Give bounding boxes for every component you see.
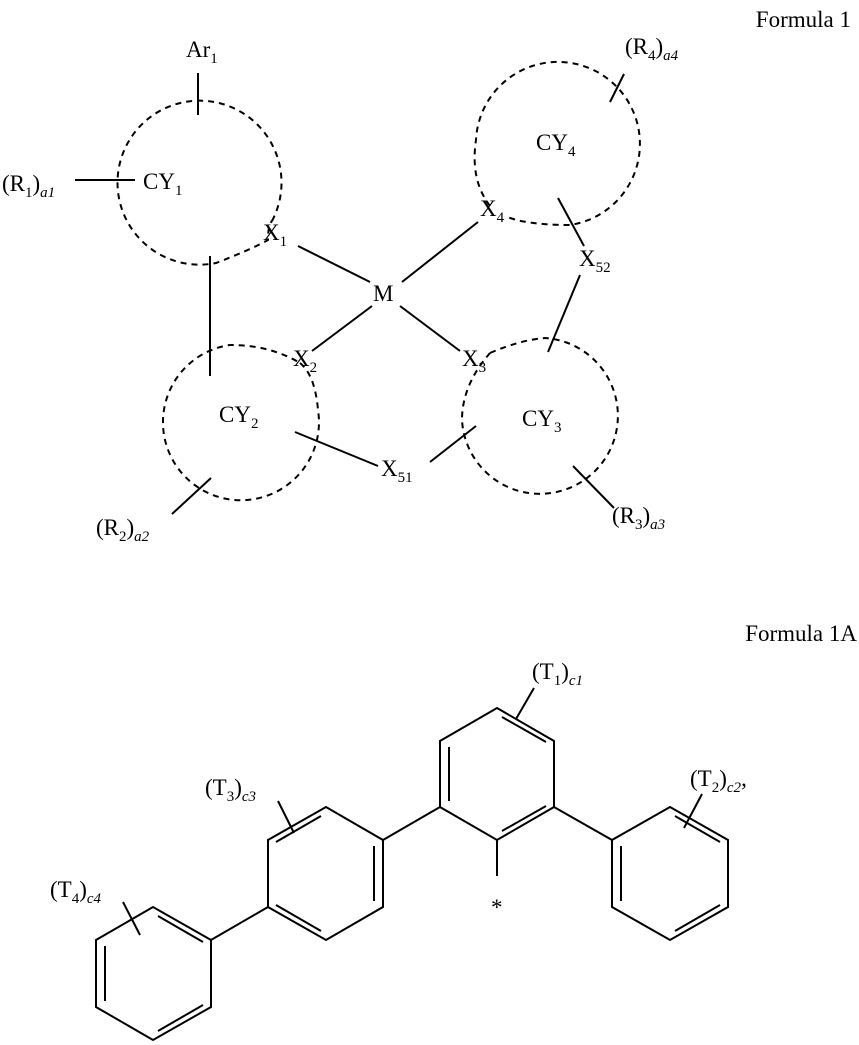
bond-t4-tick: [123, 902, 140, 935]
formula-1a-title: Formula 1A: [745, 621, 857, 646]
label-t4: (T4)c4: [50, 877, 102, 907]
bond-cy4-x52: [558, 198, 584, 246]
central-ring-double-bottom: [502, 806, 546, 831]
label-r3: (R3)a3: [612, 503, 665, 533]
bond-x51-cy3: [430, 426, 476, 462]
bond-t3-tick: [278, 801, 294, 833]
label-cy4: CY4: [536, 130, 576, 160]
central-benzene-ring: [440, 708, 554, 840]
formula-1: Formula 1 Ar1 CY1 CY2 CY3 CY4 X1 X2 X3 X…: [2, 7, 851, 545]
right-phenyl-double-3: [675, 816, 720, 842]
middle-ring-double-2: [276, 905, 321, 931]
label-ar1: Ar1: [186, 37, 218, 67]
label-t3: (T3)c3: [205, 775, 256, 805]
label-x1: X1: [263, 220, 287, 250]
label-x3: X3: [462, 346, 486, 376]
middle-ring-double-3: [276, 816, 321, 842]
attachment-star: *: [491, 895, 503, 920]
left-phenyl-ring: [96, 907, 211, 1040]
bond-r2-cy2: [172, 478, 211, 514]
bond-middle-left-phenyl: [211, 907, 268, 940]
bond-x52-cy3: [548, 275, 580, 352]
label-cy1: CY1: [143, 169, 182, 199]
right-phenyl-ring: [612, 807, 728, 940]
formula-1-title: Formula 1: [756, 7, 851, 32]
label-x51: X51: [381, 456, 413, 486]
label-r4: (R4)a4: [625, 34, 679, 64]
bond-r4-cy4: [610, 74, 624, 102]
bond-central-middle-phenylene: [383, 807, 440, 840]
label-x52: X52: [579, 246, 611, 276]
label-metal: M: [373, 281, 393, 306]
bond-r3-cy3: [573, 466, 614, 508]
bond-central-right-phenyl: [554, 807, 612, 840]
label-r2: (R2)a2: [96, 515, 150, 545]
label-x4: X4: [480, 196, 505, 226]
bond-cy2-x51: [295, 432, 378, 466]
bond-t1-tick: [516, 688, 534, 719]
left-ring-double-3: [158, 916, 203, 942]
label-t1: (T1)c1: [532, 659, 583, 689]
central-ring-double-top: [502, 717, 546, 742]
label-r1: (R1)a1: [2, 171, 55, 201]
bond-x3-m: [400, 306, 460, 351]
label-cy3: CY3: [522, 406, 561, 436]
bond-x1-m: [298, 246, 370, 282]
right-phenyl-double-2: [675, 905, 720, 931]
bond-x4-m: [402, 222, 478, 282]
left-ring-double-2: [158, 1005, 203, 1031]
label-cy2: CY2: [219, 402, 258, 432]
label-t2: (T2)c2,: [690, 766, 747, 796]
formula-1a: Formula 1A * (T1)c1 (T2)c2,: [50, 621, 857, 1040]
middle-phenylene-ring: [268, 807, 383, 940]
bond-x2-m: [312, 306, 372, 351]
